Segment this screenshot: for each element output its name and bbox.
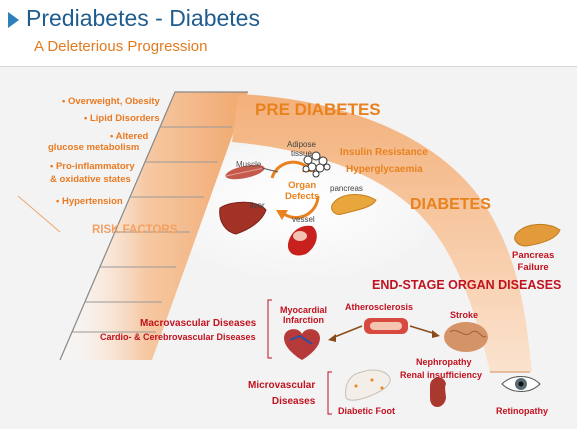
vessel-icon: [287, 225, 317, 256]
microvascular-line1: Microvascular: [248, 380, 316, 391]
pancreas-icon: [331, 194, 377, 215]
cycle-arrowhead-2: [276, 210, 288, 220]
ramp-steps: [72, 126, 232, 333]
pancreas-failure-line2: Failure: [517, 262, 549, 273]
pre-diabetes-heading: PRE DIABETES: [255, 100, 381, 119]
nephropathy-label: Nephropathy: [416, 357, 472, 367]
arrow-to-heart: [331, 325, 363, 339]
diabetes-heading: DIABETES: [410, 196, 491, 213]
liver-icon: [219, 201, 267, 235]
risk-factor-item: • Lipid Disorders: [84, 113, 160, 124]
macrovascular-label: Macrovascular Diseases: [140, 318, 257, 329]
cardio-cerebro-label: Cardio- & Cerebrovascular Diseases: [100, 332, 256, 342]
ramp-outline: [59, 91, 248, 361]
liver-label: liver: [250, 201, 265, 210]
artery-icon: [364, 318, 408, 334]
risk-factor-item: & oxidative states: [50, 174, 131, 185]
organ-cycle-arrows: [270, 160, 320, 220]
brain-icon: [444, 322, 488, 352]
microvascular-label: Microvascular Diseases: [248, 378, 315, 410]
foot-icon: [345, 369, 391, 401]
risk-factor-item: • Hypertension: [56, 196, 123, 207]
muscle-label: Muscle: [236, 160, 262, 169]
organ-defects-label: Organ Defects: [285, 180, 319, 202]
eye-icon: [501, 376, 541, 392]
arrow-to-brain: [409, 325, 437, 335]
progression-band: [232, 94, 532, 372]
muscle-pointer: [261, 167, 279, 173]
decor-line: [17, 195, 61, 233]
risk-factor-item: • Overweight, Obesity: [62, 96, 160, 107]
stroke-label: Stroke: [450, 310, 479, 320]
myocardial-infarction-label: Myocardial Infarction: [280, 305, 327, 325]
risk-factors-heading: RISK FACTORS: [92, 224, 178, 236]
adipose-label-line1: Adipose: [287, 140, 316, 149]
risk-factor-item: glucose metabolism: [48, 142, 140, 153]
muscle-icon: [225, 164, 265, 180]
arrow-to-brain-head: [432, 330, 440, 338]
pancreas-label: pancreas: [330, 184, 363, 193]
hyperglycaemia-label: Hyperglycaemia: [346, 164, 423, 175]
insulin-resistance-label: Insulin Resistance: [340, 147, 428, 158]
vessel-label: vessel: [292, 215, 315, 224]
failing-pancreas-icon: [514, 224, 561, 247]
renal-insufficiency-label: Renal insufficiency: [400, 370, 483, 380]
pancreas-failure-label: Pancreas Failure: [512, 250, 554, 274]
diabetic-foot-label: Diabetic Foot: [338, 406, 396, 416]
myocardial-line1: Myocardial: [280, 305, 328, 315]
retinopathy-label: Retinopathy: [496, 406, 549, 416]
heart-icon: [284, 329, 320, 360]
title-bar: Prediabetes - Diabetes A Deleterious Pro…: [0, 0, 577, 62]
macro-bracket: [267, 299, 272, 359]
slide-title: Prediabetes - Diabetes: [26, 5, 260, 31]
atherosclerosis-label: Atherosclerosis: [345, 302, 414, 312]
risk-factor-item: • Pro-inflammatory: [50, 161, 135, 172]
risk-factor-item: • Altered: [110, 131, 149, 142]
pancreas-failure-line1: Pancreas: [512, 250, 555, 261]
kidney-icon: [430, 377, 446, 407]
risk-ramp: [60, 92, 248, 360]
adipose-tissue-icon: [302, 151, 331, 178]
myocardial-line2: Infarction: [283, 315, 325, 325]
organ-defects-line1: Organ: [288, 180, 317, 191]
arrow-to-heart-head: [328, 334, 336, 342]
micro-bracket: [327, 371, 332, 415]
organ-defects-line2: Defects: [285, 191, 320, 202]
end-stage-heading: END-STAGE ORGAN DISEASES: [372, 278, 562, 292]
slide-subtitle: A Deleterious Progression: [34, 38, 208, 55]
title-arrow-icon: [8, 12, 19, 28]
adipose-label: Adipose tissue: [287, 140, 316, 158]
adipose-label-line2: tissue: [291, 149, 312, 158]
microvascular-line2: Diseases: [271, 396, 316, 407]
